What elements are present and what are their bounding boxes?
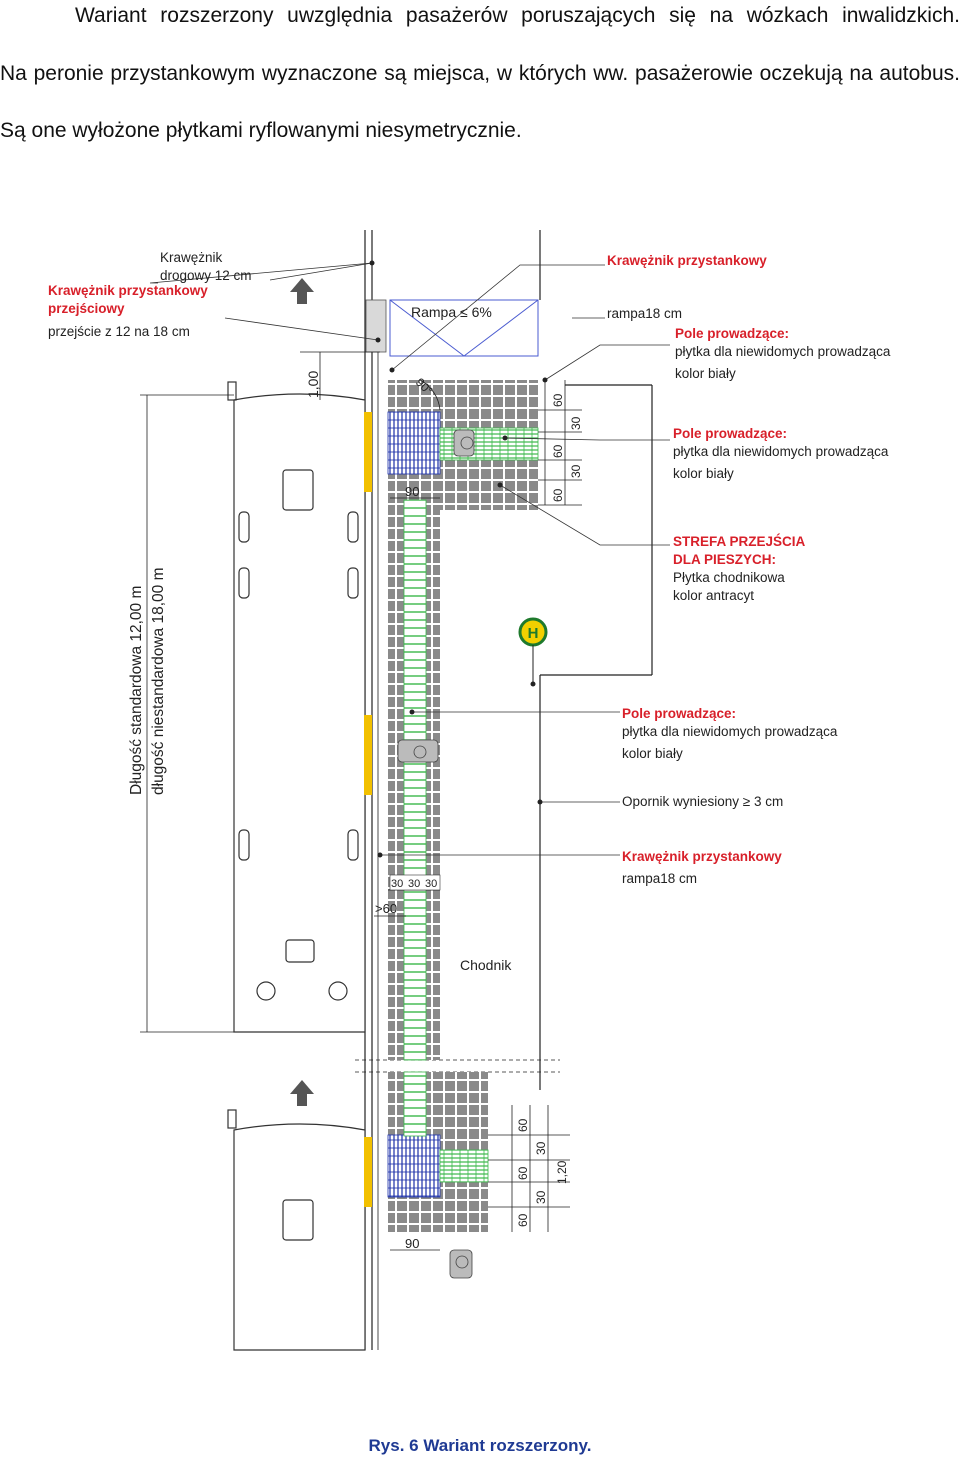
guide3-line2: kolor biały <box>622 746 683 761</box>
paragraph-platform: Na peronie przystankowym wyznaczone są m… <box>0 62 960 85</box>
paragraph-intro: Wariant rozszerzony uwzględnia pasażerów… <box>75 4 960 27</box>
direction-arrow-bottom-icon <box>290 1080 314 1106</box>
guide3-line1: płytka dla niewidomych prowadząca <box>622 724 838 739</box>
guide1-title: Pole prowadzące: <box>675 326 789 341</box>
transition-curb <box>365 299 387 353</box>
dim-b30a: 30 <box>534 1141 548 1155</box>
dim-b60a: 60 <box>516 1118 530 1132</box>
crossing-transition-label: przejście z 12 na 18 cm <box>48 324 190 339</box>
guide2-line1: płytka dla niewidomych prowadząca <box>673 444 889 459</box>
leader-lines <box>149 262 670 856</box>
blue-guide-top <box>387 411 441 475</box>
crossing-curb-label-1: Krawężnik przystankowy <box>48 283 208 298</box>
bus-bottom <box>227 1109 366 1351</box>
dim-1-00: 1,00 <box>305 371 321 398</box>
dim-60c: 60 <box>551 488 565 502</box>
dim-30a: 30 <box>569 416 583 430</box>
zone-line2: kolor antracyt <box>673 588 754 603</box>
bus-stop-sign-icon: H <box>518 617 548 687</box>
bus-stop-diagram: Rampa ≤ 6% <box>48 230 891 1351</box>
bus-length-nonstandard: długość niestandardowa 18,00 m <box>150 568 167 795</box>
bus-length-standard: Długość standardowa 12,00 m <box>128 586 145 795</box>
guide3-title: Pole prowadzące: <box>622 706 736 721</box>
stop-curb-label-top: Krawężnik przystankowy <box>607 253 767 268</box>
bus-top <box>227 381 366 1033</box>
guide1-line1: płytka dla niewidomych prowadząca <box>675 344 891 359</box>
blue-guide-bottom <box>387 1134 441 1198</box>
paragraph-tiles: Są one wyłożone płytkami ryflowanymi nie… <box>0 119 522 142</box>
green-guide-bottom <box>439 1149 489 1183</box>
ramp18-label-top: rampa18 cm <box>607 306 682 321</box>
bus-door-2 <box>364 715 372 795</box>
dim-b30b: 30 <box>534 1190 548 1204</box>
dim-30-1: 30 <box>391 878 403 890</box>
left-curb-title: Krawężnik <box>160 250 223 265</box>
ramp18-label-bottom: rampa18 cm <box>622 871 697 886</box>
direction-arrow-top-icon <box>290 278 314 304</box>
dim-30-3: 30 <box>425 878 437 890</box>
guide1-line2: kolor biały <box>675 366 736 381</box>
crossing-curb-label-2: przejściowy <box>48 301 125 316</box>
guide2-line2: kolor biały <box>673 466 734 481</box>
figure-caption: Rys. 6 Wariant rozszerzony. <box>368 1436 592 1455</box>
ramp <box>389 299 539 357</box>
stop-curb-label-bottom: Krawężnik przystankowy <box>622 849 782 864</box>
dim-90-bottom: 90 <box>405 1236 419 1251</box>
bus-door-3 <box>364 1137 372 1207</box>
dim-b60c: 60 <box>516 1213 530 1227</box>
wheelchair-icon <box>397 429 475 1279</box>
zone-line1: Płytka chodnikowa <box>673 570 785 585</box>
svg-text:H: H <box>528 625 539 642</box>
dimension-lines <box>140 351 582 1251</box>
bus-door-1 <box>364 412 372 492</box>
stopper-label: Opornik wyniesiony ≥ 3 cm <box>622 794 783 809</box>
dim-30-2: 30 <box>408 878 420 890</box>
dim-60b: 60 <box>551 444 565 458</box>
dim-60a: 60 <box>551 393 565 407</box>
guide-strip <box>403 499 427 1061</box>
ramp-label: Rampa ≤ 6% <box>411 304 492 320</box>
dim-b120: 1,20 <box>555 1160 569 1184</box>
dim-90-top: 90 <box>405 484 419 499</box>
dim-b60b: 60 <box>516 1166 530 1180</box>
dim-gt60: >60 <box>375 901 397 916</box>
left-curb-sub: drogowy 12 cm <box>160 268 252 283</box>
guide2-title: Pole prowadzące: <box>673 426 787 441</box>
dim-30b: 30 <box>569 464 583 478</box>
zone-title-2: DLA PIESZYCH: <box>673 552 776 567</box>
sidewalk-label: Chodnik <box>460 957 512 973</box>
zone-title-1: STREFA PRZEJŚCIA <box>673 534 806 549</box>
